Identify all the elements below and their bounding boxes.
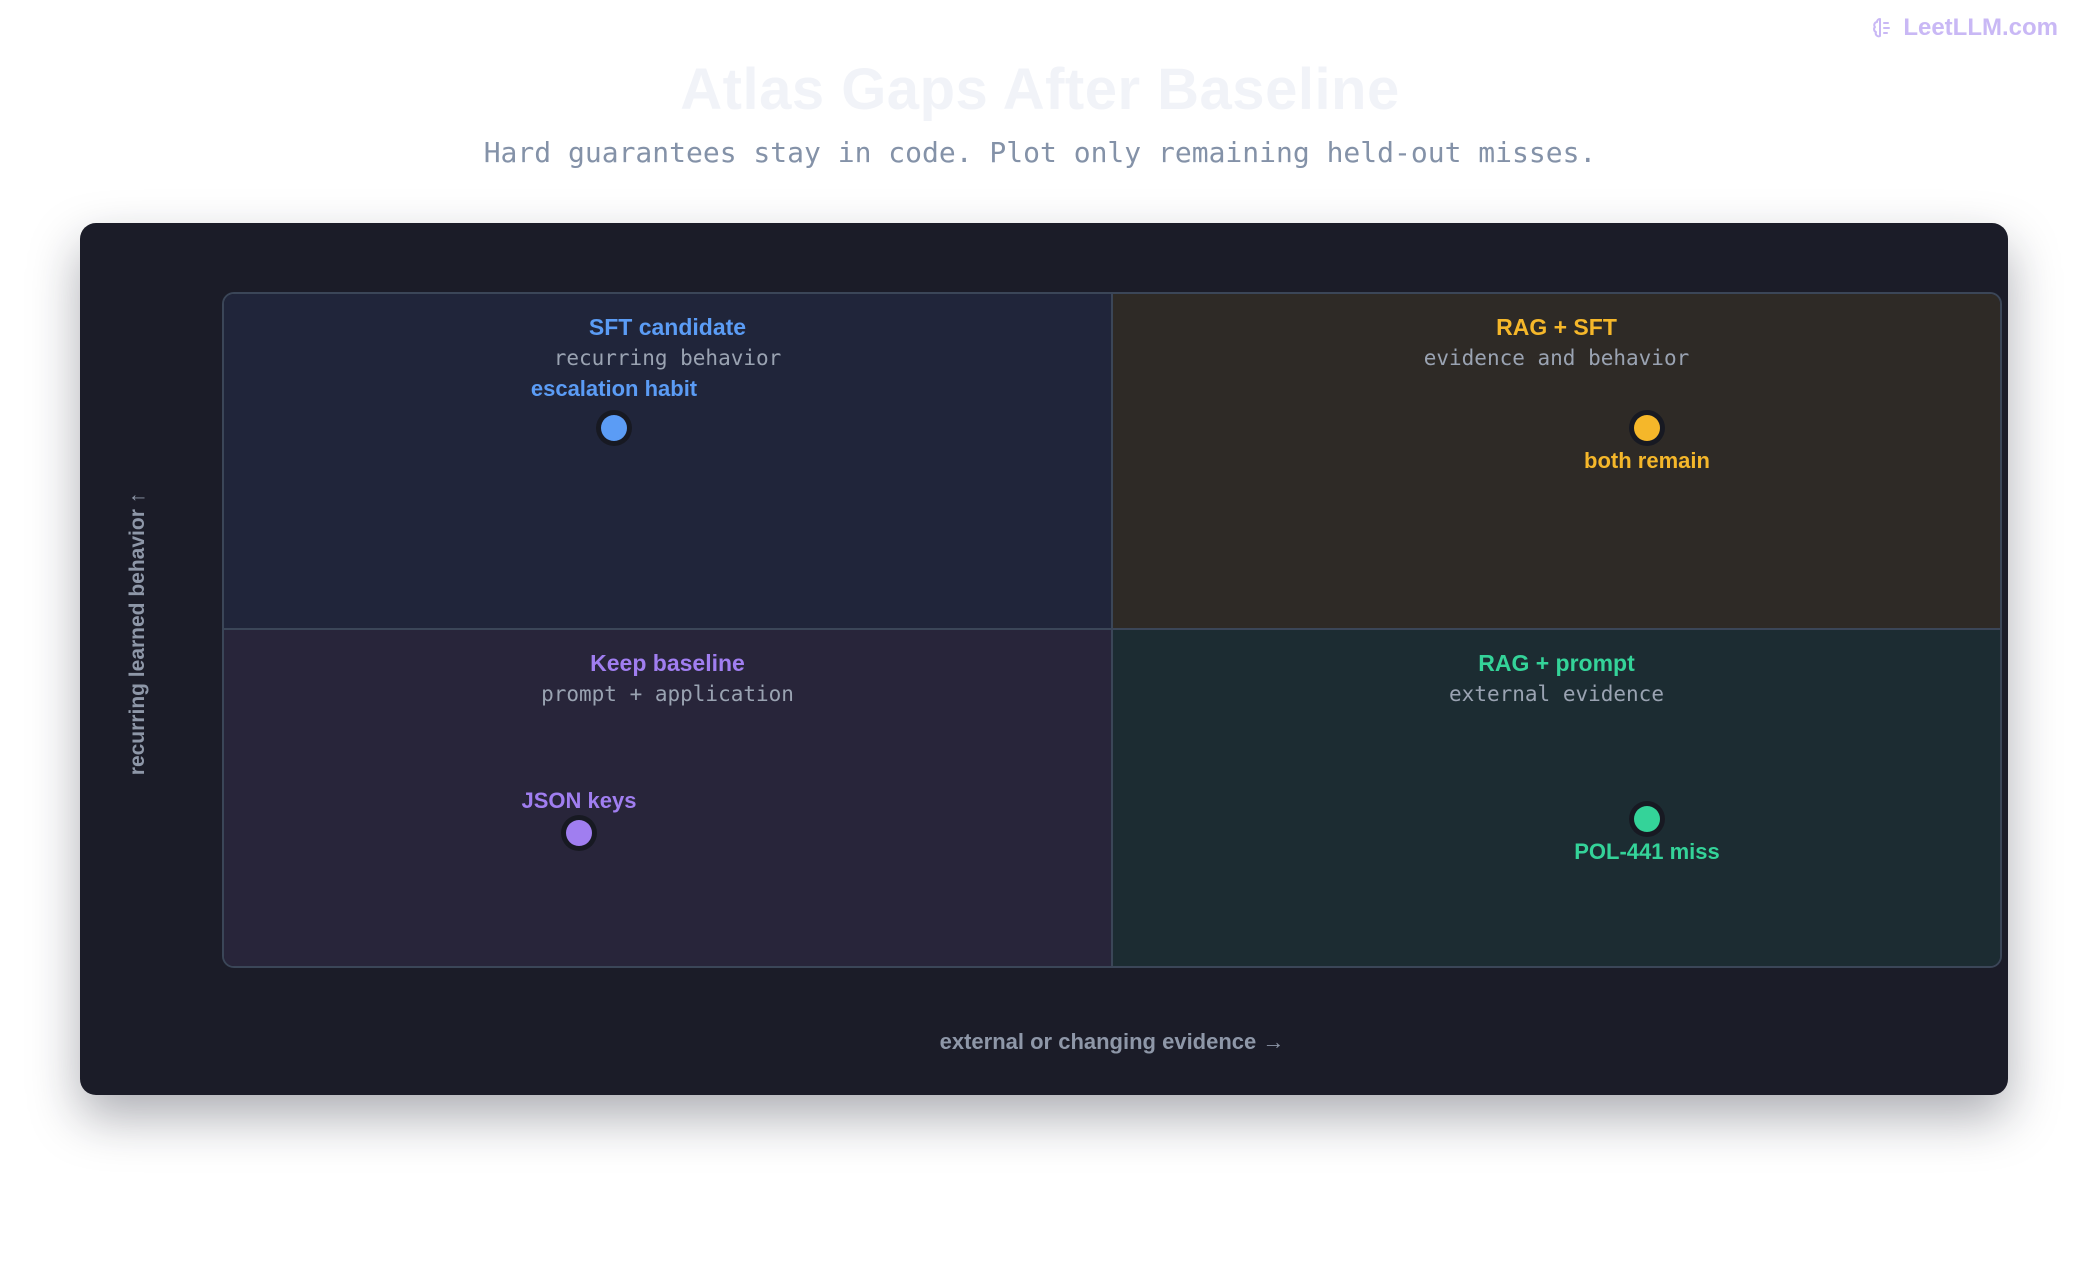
point-pol-441[interactable] — [1634, 806, 1660, 832]
quadrant-rag-sft: RAG + SFT evidence and behavior — [1113, 294, 2000, 630]
quadrant-keep-baseline: Keep baseline prompt + application — [224, 630, 1113, 966]
quadrant-title: Keep baseline — [590, 650, 745, 676]
quadrant-title: SFT candidate — [588, 314, 747, 340]
point-escalation[interactable] — [601, 415, 627, 441]
quadrant-subtitle: prompt + application — [541, 682, 794, 706]
brand-label: LeetLLM.com — [1903, 14, 2058, 41]
y-axis-label-text: recurring learned behavior ↑ — [126, 492, 149, 776]
point-label-json: JSON keys — [521, 788, 637, 813]
point-label-both: both remain — [1584, 448, 1710, 473]
quadrant-rag-prompt: RAG + prompt external evidence — [1113, 630, 2000, 966]
brain-icon — [1873, 18, 1891, 38]
page-subtitle: Hard guarantees stay in code. Plot only … — [483, 136, 1597, 169]
point-label-pol: POL-441 miss — [1574, 839, 1720, 864]
brand[interactable]: LeetLLM.com — [1871, 14, 2058, 42]
point-json-keys[interactable] — [566, 820, 592, 846]
point-both-remain[interactable] — [1634, 415, 1660, 441]
quadrant-subtitle: recurring behavior — [553, 346, 782, 370]
quadrant-title: RAG + prompt — [1478, 650, 1635, 676]
page-title: Atlas Gaps After Baseline — [680, 57, 1400, 122]
quadrant-panel: recurring learned behavior ↑ SFT candida… — [80, 223, 2008, 1095]
quadrant-sft-candidate: SFT candidate recurring behavior — [224, 294, 1113, 630]
quadrant-title: RAG + SFT — [1496, 314, 1617, 340]
quadrant-grid: SFT candidate recurring behavior RAG + S… — [222, 292, 2002, 968]
quadrant-subtitle: external evidence — [1449, 682, 1664, 706]
point-label-escalation: escalation habit — [530, 376, 698, 401]
quadrant-subtitle: evidence and behavior — [1423, 346, 1690, 370]
x-axis-label: external or changing evidence → — [939, 1029, 1285, 1054]
